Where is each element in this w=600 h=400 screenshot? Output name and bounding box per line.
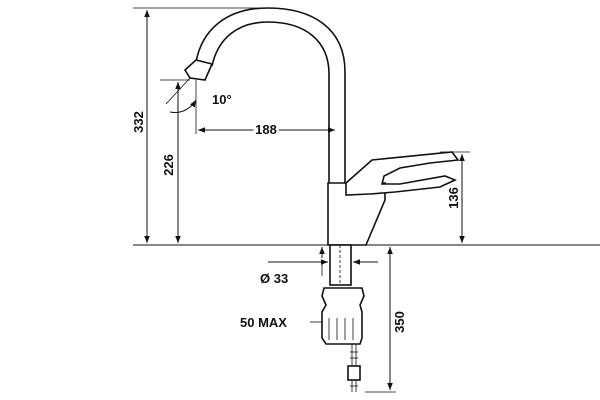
dimension-max-thickness: 50 MAX [240, 247, 325, 330]
angle-ref-line [165, 77, 191, 105]
stud-connector [347, 365, 361, 381]
dimension-spout-height: 226 [160, 79, 190, 243]
spout-angle-label: 10° [212, 92, 232, 107]
shank-length-label: 350 [392, 311, 407, 333]
shank [329, 244, 352, 286]
spout-inner-edge [211, 21, 330, 185]
max-thickness-label: 50 MAX [240, 315, 287, 330]
dimension-overall-height: 332 [131, 7, 268, 243]
dimension-shank-diameter: Ø 33 [260, 259, 378, 286]
dimension-lever-height: 136 [440, 151, 470, 243]
spout-height-label: 226 [161, 154, 176, 176]
faucet-outline [133, 7, 600, 392]
lever-height-label: 136 [446, 187, 461, 209]
shank-diameter-label: Ø 33 [260, 271, 288, 286]
mounting-nut [321, 287, 365, 345]
dimension-spout-reach: 188 [195, 80, 335, 140]
spout-outer-edge [195, 7, 346, 185]
angle-arc [169, 99, 197, 113]
lever-handle [345, 151, 460, 196]
dimension-shank-length: 350 [365, 247, 407, 393]
dimension-spout-angle: 10° [165, 77, 232, 113]
spout-reach-label: 188 [255, 122, 277, 137]
overall-height-label: 332 [131, 111, 146, 133]
spout-aerator [183, 59, 214, 81]
